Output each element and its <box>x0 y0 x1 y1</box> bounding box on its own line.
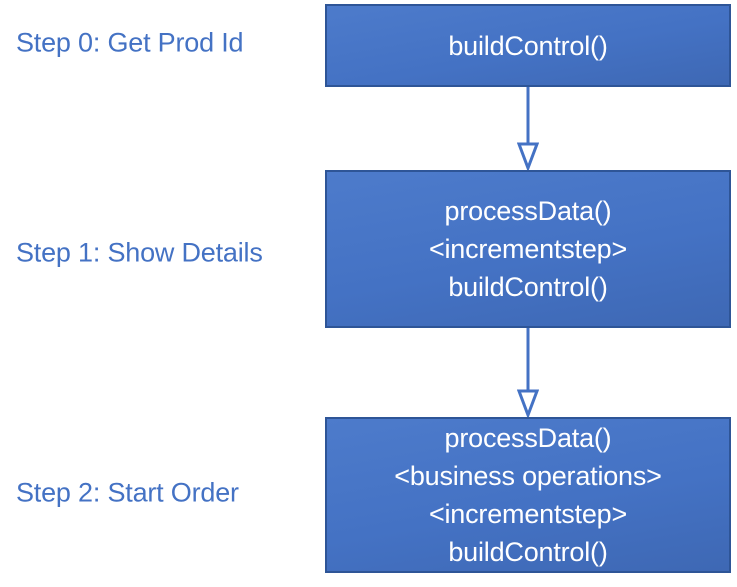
arrow-step0-to-step1 <box>517 87 539 170</box>
method-call-text: <business operations> <box>394 461 662 491</box>
step-0-label: Step 0: Get Prod Id <box>16 27 244 58</box>
step-2-box: processData() <business operations> <inc… <box>325 417 731 573</box>
step-0-box: buildControl() <box>325 4 731 87</box>
method-call-text: buildControl() <box>448 272 608 302</box>
step-1-label: Step 1: Show Details <box>16 237 263 268</box>
method-call-text: processData() <box>444 196 612 226</box>
method-call-text: <incrementstep> <box>428 499 628 529</box>
arrow-step1-to-step2 <box>517 328 539 417</box>
method-call-text: <incrementstep> <box>428 234 628 264</box>
method-call-text: buildControl() <box>448 537 608 567</box>
step-2-label: Step 2: Start Order <box>16 477 239 508</box>
arrow-line <box>526 328 530 390</box>
open-arrowhead-icon <box>517 142 539 170</box>
method-call-text: processData() <box>444 423 612 453</box>
method-call-text: buildControl() <box>448 30 608 61</box>
step-1-box: processData() <incrementstep> buildContr… <box>325 170 731 328</box>
open-arrowhead-icon <box>517 389 539 417</box>
arrow-line <box>526 87 530 146</box>
